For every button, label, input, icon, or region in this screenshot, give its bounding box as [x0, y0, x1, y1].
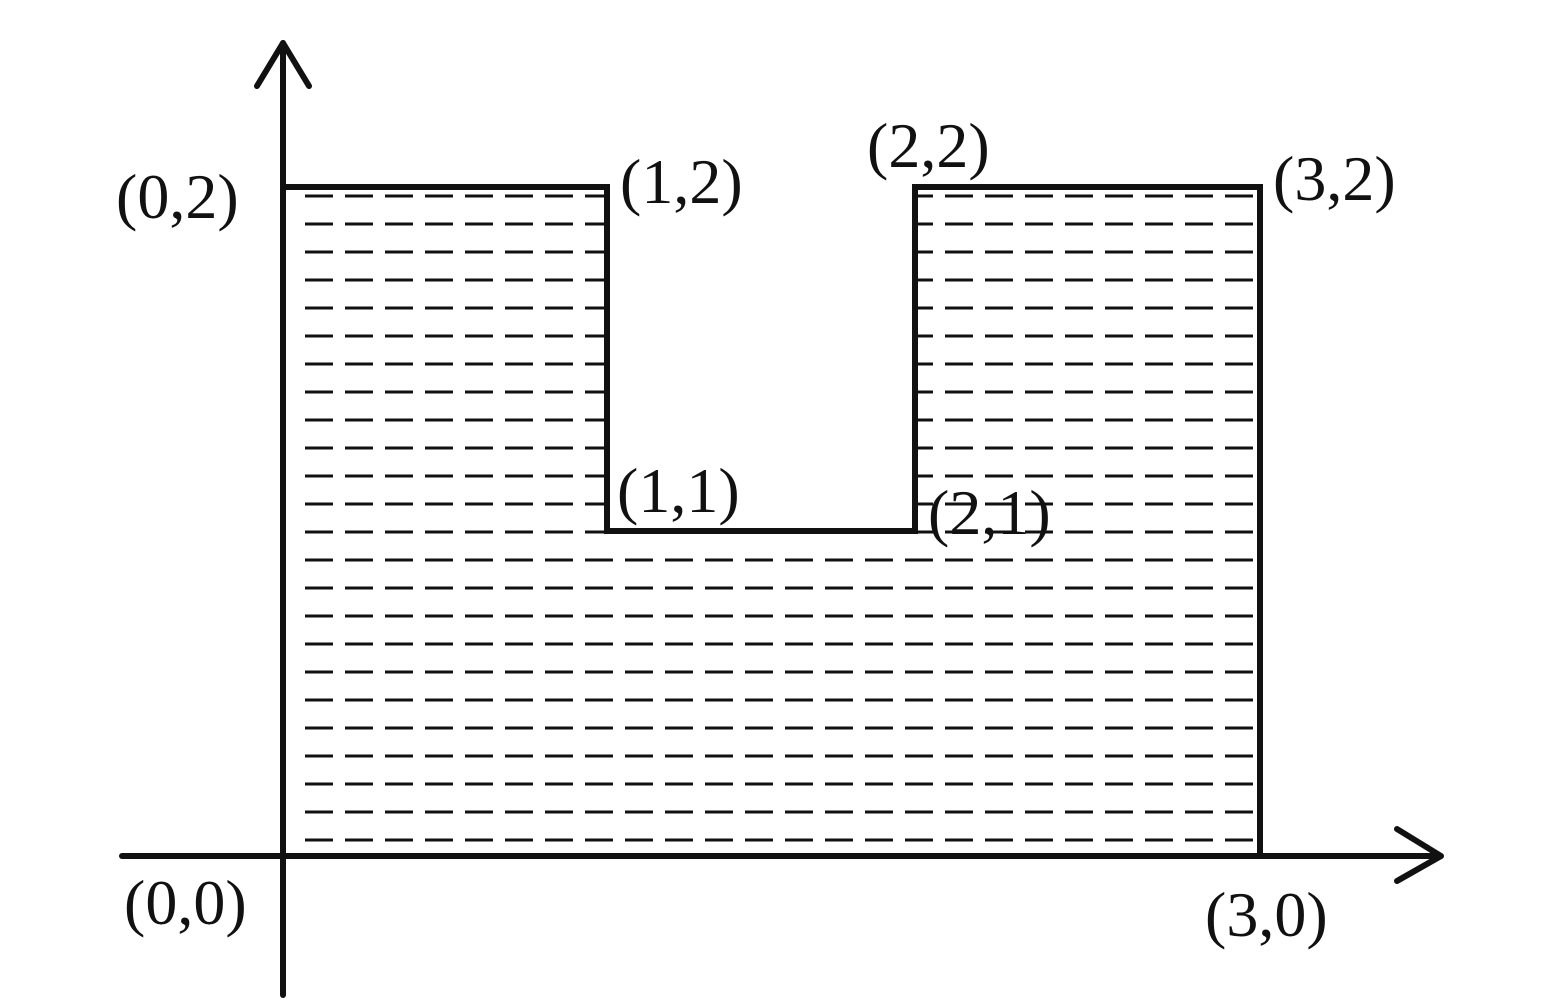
x-axis-arrow-icon [1394, 826, 1444, 884]
label-origin: (0,0) [124, 867, 247, 938]
label-bottom-right-corner: (3,0) [1205, 879, 1328, 950]
region-hatch-fill [305, 194, 1256, 842]
label-notch-top-left: (1,2) [620, 146, 743, 217]
y-axis-arrow-icon [254, 40, 312, 89]
label-notch-bottom-right: (2,1) [928, 477, 1051, 548]
label-notch-top-right: (2,2) [867, 110, 990, 181]
label-top-left-corner: (0,2) [116, 161, 239, 232]
label-notch-bottom-left: (1,1) [617, 455, 740, 526]
label-top-right-corner: (3,2) [1273, 143, 1396, 214]
region-outline [280, 184, 1263, 856]
